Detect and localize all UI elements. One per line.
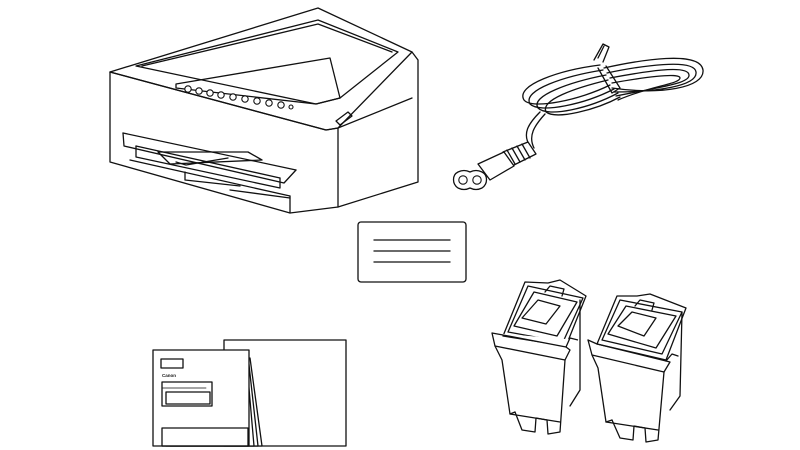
ink-cartridge-right	[587, 293, 687, 443]
control-buttons	[184, 85, 294, 110]
ink-cartridge-icon	[491, 279, 687, 443]
document-icon: Canon	[152, 339, 347, 447]
manual-brand-text: Canon	[162, 373, 176, 378]
power-cord-icon	[452, 43, 704, 191]
printer-icon	[109, 7, 419, 214]
manual-stack: Canon	[152, 349, 263, 447]
card-icon	[357, 221, 467, 283]
ink-cartridge-left	[491, 279, 587, 435]
